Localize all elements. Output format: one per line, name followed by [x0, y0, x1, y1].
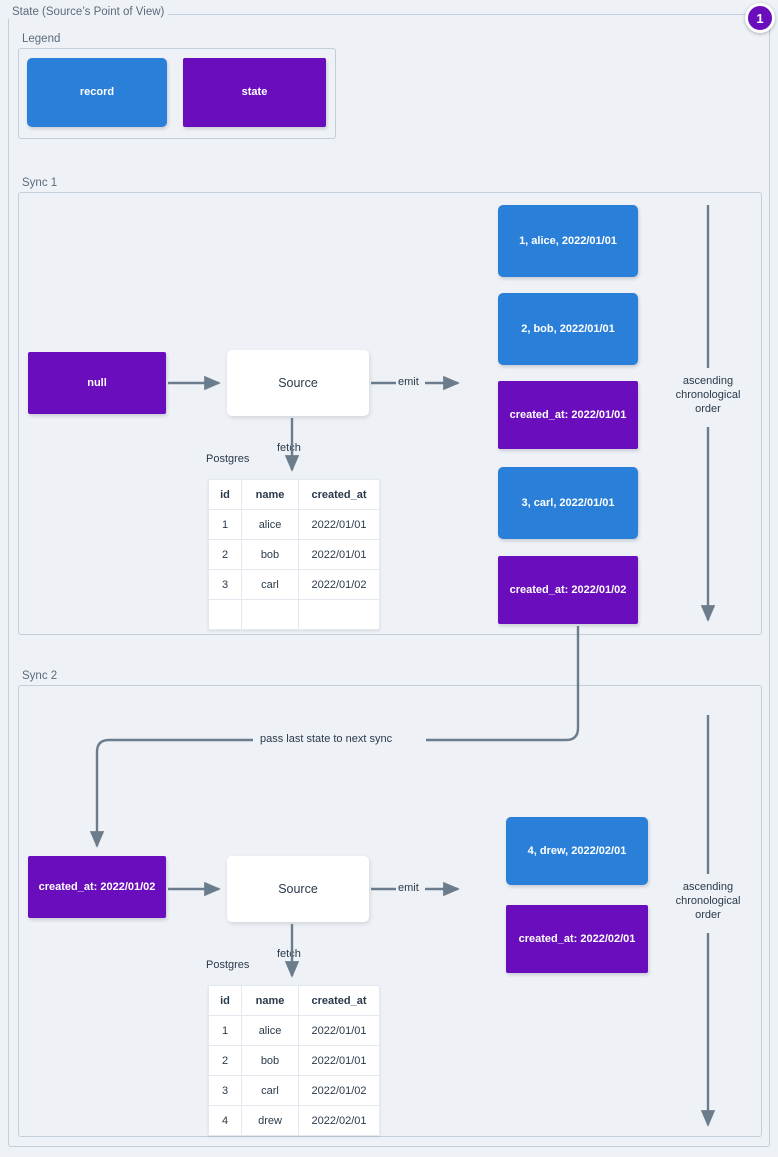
cell-id: 2	[208, 1045, 242, 1076]
sync1-input-state: null	[28, 352, 166, 414]
sync1-emitted-3: 3, carl, 2022/01/01	[498, 467, 638, 539]
sync1-fetch-label: fetch	[277, 442, 301, 454]
cell-created-at: 2022/01/02	[298, 569, 380, 600]
table-row: 2 bob 2022/01/01	[208, 539, 380, 570]
sync1-emitted-0: 1, alice, 2022/01/01	[498, 205, 638, 277]
cell-name: carl	[241, 569, 299, 600]
table-header-row: id name created_at	[208, 479, 380, 510]
cell-id: 3	[208, 1075, 242, 1106]
table-row: 4 drew 2022/02/01	[208, 1105, 380, 1136]
sync2-emitted-1: created_at: 2022/02/01	[506, 905, 648, 973]
sync1-emitted-1: 2, bob, 2022/01/01	[498, 293, 638, 365]
sync1-db-label: Postgres	[206, 453, 250, 465]
sync2-th-id: id	[208, 985, 242, 1016]
sync2-source: Source	[227, 856, 369, 922]
sync2-th-created: created_at	[298, 985, 380, 1016]
table-row: 1 alice 2022/01/01	[208, 1015, 380, 1046]
sync1-th-name: name	[241, 479, 299, 510]
sync2-db-label: Postgres	[206, 959, 250, 971]
legend-swatch-state: state	[183, 58, 326, 127]
sync1-emitted-4: created_at: 2022/01/02	[498, 556, 638, 624]
table-row-empty	[208, 599, 380, 630]
legend-swatch-record: record	[27, 58, 167, 127]
table-header-row: id name created_at	[208, 985, 380, 1016]
cell-created-at: 2022/01/01	[298, 539, 380, 570]
cell-name: bob	[241, 539, 299, 570]
cell-created-at: 2022/01/01	[298, 1015, 380, 1046]
table-row: 3 carl 2022/01/02	[208, 1075, 380, 1106]
table-row: 1 alice 2022/01/01	[208, 509, 380, 540]
cell-id: 1	[208, 1015, 242, 1046]
cell-created-at: 2022/01/02	[298, 1075, 380, 1106]
sync1-th-created: created_at	[298, 479, 380, 510]
sync1-label: Sync 1	[18, 177, 62, 190]
sync2-th-name: name	[241, 985, 299, 1016]
sync2-emitted-0: 4, drew, 2022/02/01	[506, 817, 648, 885]
cell-created-at: 2022/01/01	[298, 509, 380, 540]
cell-id: 1	[208, 509, 242, 540]
cell-name: alice	[241, 1015, 299, 1046]
sync1-source: Source	[227, 350, 369, 416]
cell-id	[208, 599, 242, 630]
cell-name: drew	[241, 1105, 299, 1136]
cell-name: carl	[241, 1075, 299, 1106]
cell-id: 2	[208, 539, 242, 570]
table-row: 3 carl 2022/01/02	[208, 569, 380, 600]
cell-id: 4	[208, 1105, 242, 1136]
cell-name	[241, 599, 299, 630]
sync1-emit-label: emit	[398, 376, 419, 388]
sync2-label: Sync 2	[18, 670, 62, 683]
sync1-emitted-2: created_at: 2022/01/01	[498, 381, 638, 449]
sync1-order-note: ascending chronological order	[675, 375, 741, 415]
cell-created-at	[298, 599, 380, 630]
cell-created-at: 2022/01/01	[298, 1045, 380, 1076]
step-badge[interactable]: 1	[745, 3, 775, 33]
sync2-input-state: created_at: 2022/01/02	[28, 856, 166, 918]
sync2-pass-state-label: pass last state to next sync	[260, 733, 393, 745]
page-title: State (Source’s Point of View)	[8, 6, 169, 19]
table-row: 2 bob 2022/01/01	[208, 1045, 380, 1076]
cell-name: bob	[241, 1045, 299, 1076]
sync1-postgres-table: id name created_at 1 alice 2022/01/01 2 …	[208, 479, 380, 630]
sync2-fetch-label: fetch	[277, 948, 301, 960]
cell-created-at: 2022/02/01	[298, 1105, 380, 1136]
sync2-emit-label: emit	[398, 882, 419, 894]
sync2-postgres-table: id name created_at 1 alice 2022/01/01 2 …	[208, 985, 380, 1136]
cell-name: alice	[241, 509, 299, 540]
sync2-order-note: ascending chronological order	[675, 881, 741, 921]
legend-label: Legend	[18, 33, 65, 46]
cell-id: 3	[208, 569, 242, 600]
sync1-th-id: id	[208, 479, 242, 510]
